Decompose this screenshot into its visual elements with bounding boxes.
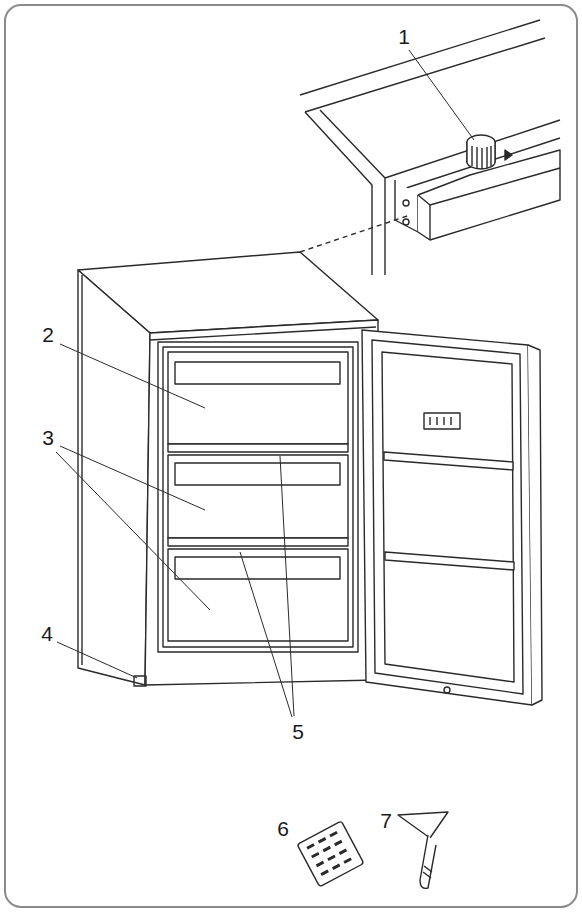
callout-number: 5 (290, 720, 306, 743)
inset-edge (305, 38, 545, 112)
middle-drawer (168, 455, 348, 538)
door-edge (528, 345, 542, 705)
display-segments (430, 417, 451, 425)
callout-number: 6 (275, 817, 291, 840)
door-latch (444, 687, 450, 693)
drawer-handle (175, 463, 340, 485)
cabinet-side (78, 270, 150, 685)
side-edge (81, 275, 82, 665)
leader-line (240, 552, 292, 717)
freezer-cavity (158, 342, 358, 652)
door-flap (384, 452, 513, 470)
leader-line (409, 50, 474, 140)
leader-line (60, 344, 205, 408)
ice-tray-cells (307, 832, 351, 874)
hinge-plate (395, 180, 418, 232)
ice-tray-body (297, 821, 364, 887)
callout-number: 2 (40, 323, 56, 346)
inset-edge (305, 112, 372, 275)
callout-number: 4 (39, 622, 55, 645)
glass-shelf (168, 444, 348, 452)
door-flap (385, 552, 514, 570)
inset-edge (320, 110, 385, 275)
leader-line (280, 456, 294, 716)
knob-marker (505, 150, 512, 160)
frame (5, 5, 577, 907)
control-housing-edge (418, 168, 560, 205)
knob-grip (467, 142, 495, 169)
cavity-liner (163, 347, 353, 647)
cabinet-front (145, 320, 378, 685)
door-gasket (372, 340, 523, 694)
ice-scraper (398, 812, 448, 888)
hinge-screw (403, 200, 409, 206)
glass-shelf (168, 538, 348, 546)
inset-edge (300, 20, 540, 95)
thermostat-inset (300, 20, 560, 275)
scraper-blade (398, 812, 448, 838)
detail-pointer (300, 215, 410, 252)
control-housing-edge (429, 205, 430, 240)
callout-number: 7 (378, 809, 394, 832)
top-lip (150, 327, 376, 340)
freezer-cabinet (78, 252, 378, 686)
drawer-handle (175, 362, 340, 384)
leader-lines (56, 50, 474, 717)
callout-number: 1 (396, 25, 412, 48)
leader-line (57, 642, 137, 678)
ice-tray (297, 821, 364, 887)
door-liner (382, 352, 514, 682)
control-housing (418, 150, 560, 240)
freezer-door (362, 330, 542, 705)
scraper-grip (423, 866, 432, 878)
drawer-handle (175, 557, 340, 579)
leader-line (56, 452, 210, 610)
callout-number: 3 (40, 426, 56, 449)
scraper-handle (420, 835, 436, 888)
door-display (424, 413, 460, 429)
door-outer (362, 330, 532, 705)
hinge-screw (403, 219, 409, 225)
upper-drawer (168, 352, 348, 444)
